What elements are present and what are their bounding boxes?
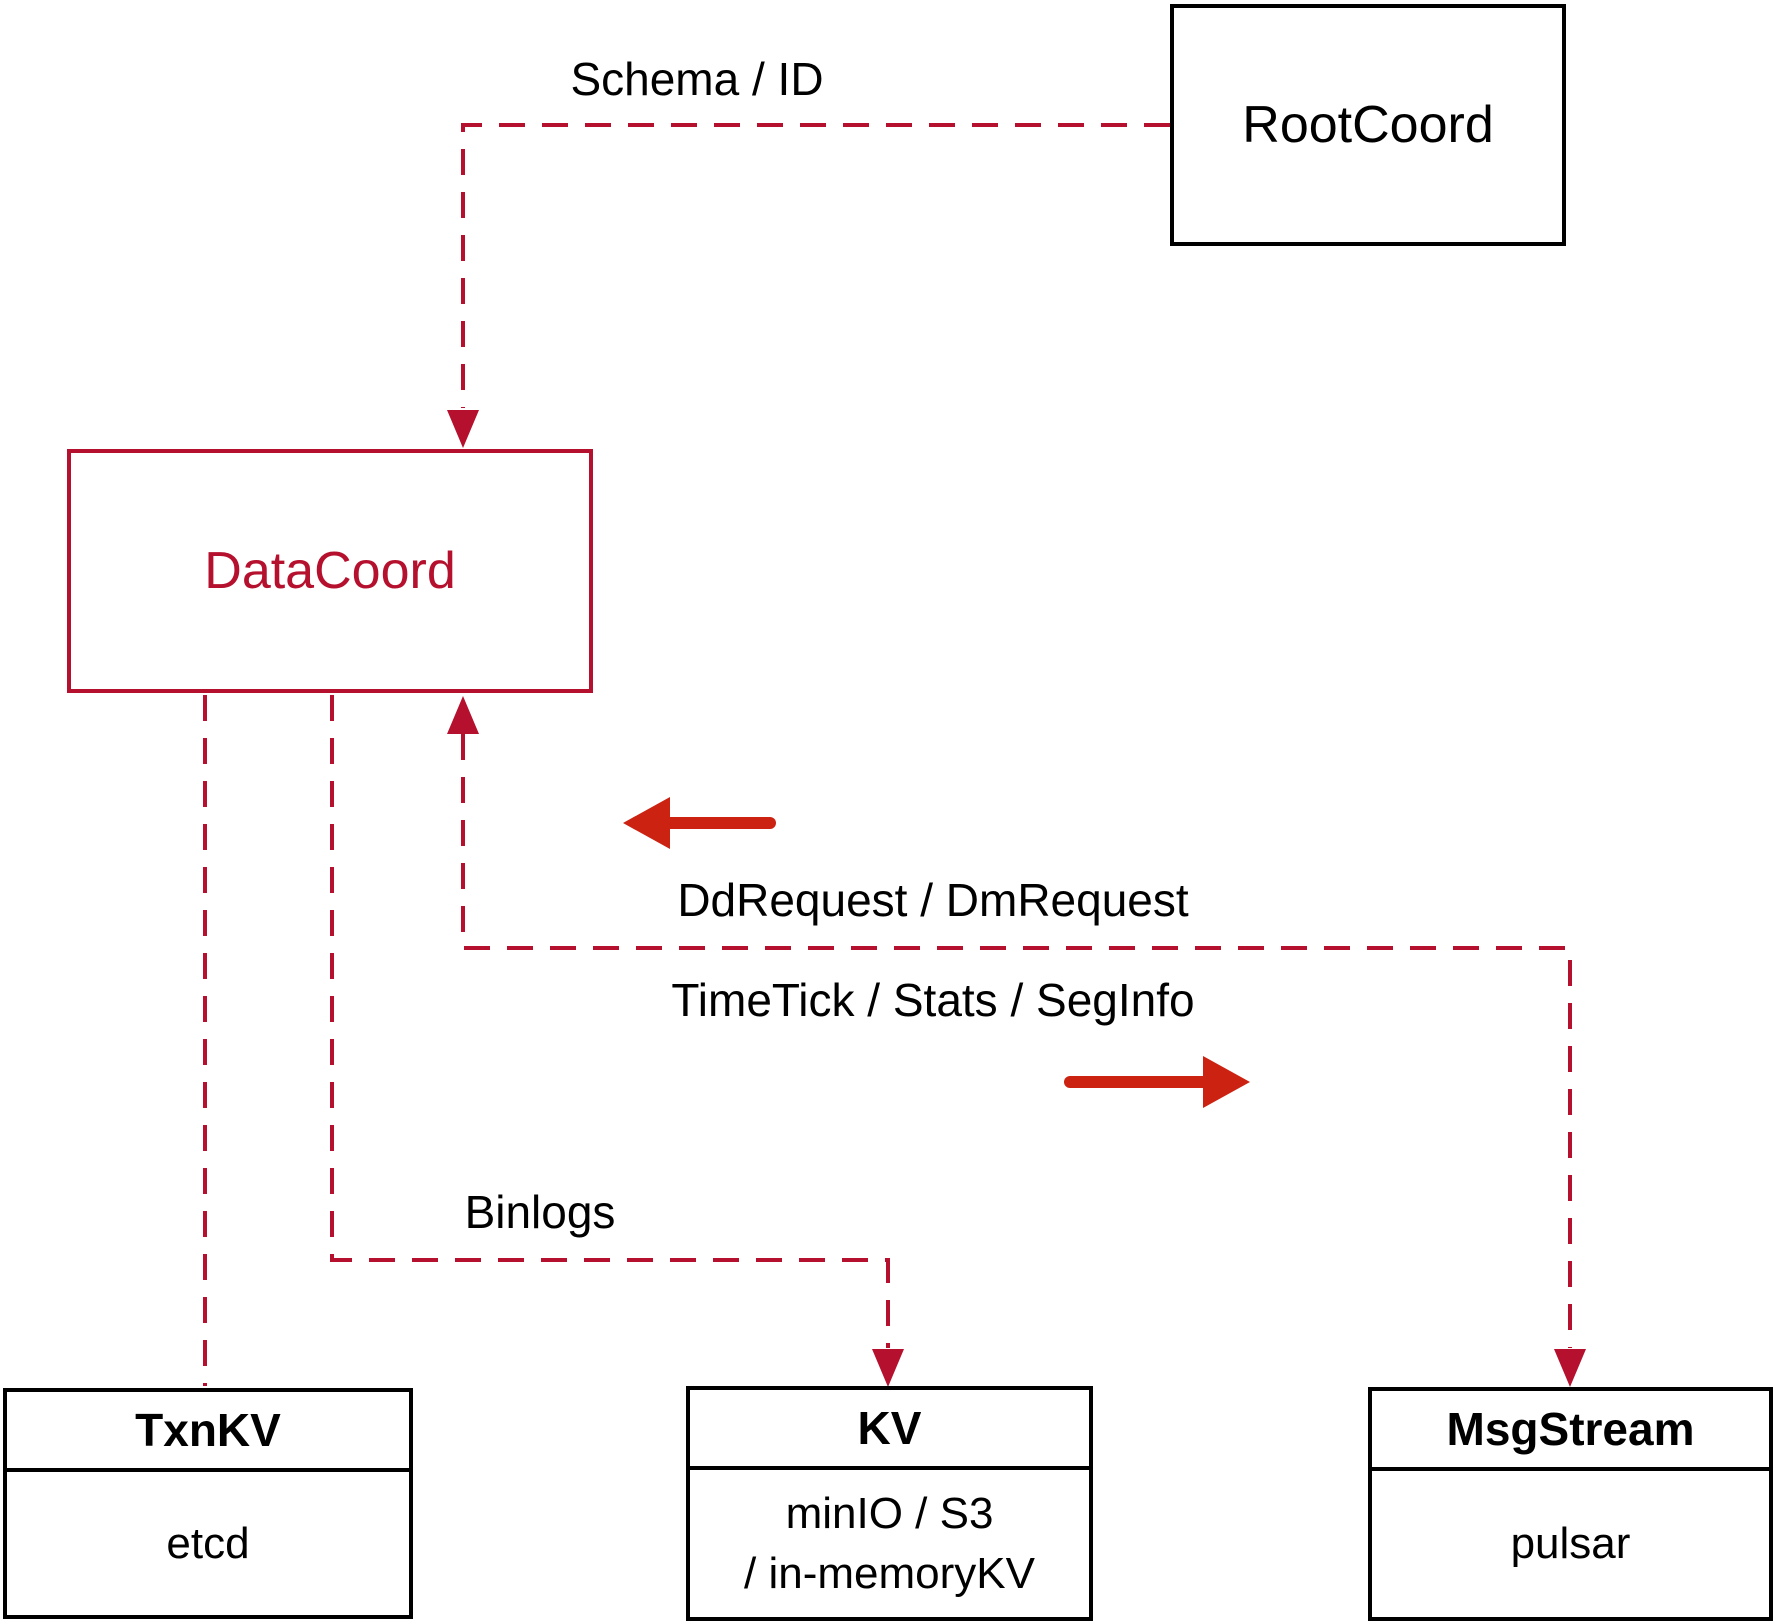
edge-schema-id-arrowhead (447, 410, 479, 448)
edge-binlogs-arrowhead (872, 1349, 904, 1387)
kv-body: minIO / S3 / in-memoryKV (690, 1470, 1089, 1617)
edge-label-time-tick: TimeTick / Stats / SegInfo (671, 974, 1195, 1026)
edge-label-dd-request: DdRequest / DmRequest (677, 874, 1189, 926)
node-msgstream: MsgStream pulsar (1368, 1387, 1773, 1621)
node-kv: KV minIO / S3 / in-memoryKV (686, 1386, 1093, 1621)
kv-body-line2: / in-memoryKV (744, 1548, 1035, 1598)
datacoord-title: DataCoord (204, 542, 456, 600)
txnkv-body: etcd (166, 1518, 250, 1568)
txnkv-title: TxnKV (7, 1392, 409, 1472)
left-arrow-icon (623, 797, 670, 849)
right-arrow-icon (1203, 1056, 1250, 1108)
edge-msgstream-arrowhead-up (447, 696, 479, 734)
edge-schema-id-line (461, 123, 1170, 408)
kv-title: KV (690, 1390, 1089, 1470)
node-datacoord: DataCoord (67, 449, 593, 693)
node-rootcoord: RootCoord (1170, 4, 1566, 246)
edge-label-binlogs: Binlogs (464, 1186, 616, 1238)
edge-binlogs-line (330, 695, 890, 1348)
kv-body-line1: minIO / S3 (785, 1489, 994, 1539)
rootcoord-title: RootCoord (1242, 96, 1494, 154)
node-txnkv: TxnKV etcd (3, 1388, 413, 1619)
edge-label-schema-id: Schema / ID (570, 53, 824, 105)
msgstream-title: MsgStream (1372, 1391, 1769, 1471)
msgstream-body: pulsar (1510, 1519, 1631, 1569)
edge-msgstream-line (461, 734, 1572, 1348)
edge-msgstream-arrowhead-down (1554, 1349, 1586, 1387)
